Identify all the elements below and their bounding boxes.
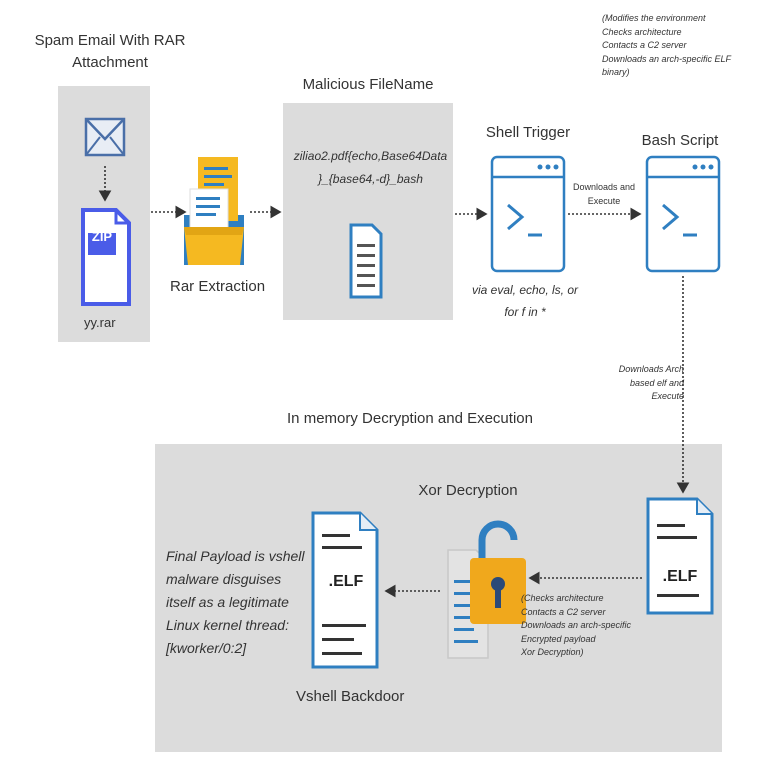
xor-decryption-title: Xor Decryption <box>418 482 518 499</box>
memory-section-title: In memory Decryption and Execution <box>287 410 533 427</box>
folder-icon <box>184 157 244 265</box>
xor-decryption-notes: (Checks architecture Contacts a C2 serve… <box>521 593 632 657</box>
shell-trigger-caption: via eval, echo, ls, or for f in * <box>471 283 579 319</box>
zip-file-icon <box>81 208 131 306</box>
downloads-execute-label: Downloads and Execute <box>572 182 636 206</box>
zip-label: ZIP <box>91 229 113 244</box>
document-icon <box>349 223 383 299</box>
bash-script-title: Bash Script <box>641 132 719 149</box>
bash-script-notes: (Modifies the environment Checks archite… <box>602 13 732 77</box>
final-payload-description: Final Payload is vshell malware disguise… <box>166 548 305 657</box>
terminal-icon <box>490 155 566 273</box>
malicious-filename-title: Malicious FileName <box>302 76 434 93</box>
lock-icon <box>447 520 526 659</box>
elf-file-icon <box>646 497 714 615</box>
vshell-elf-icon <box>311 511 379 669</box>
downloads-arch-label: Downloads Arch based elf and Execute <box>618 364 684 401</box>
vshell-backdoor-label: Vshell Backdoor <box>296 688 405 705</box>
elf-encrypted-label: .ELF <box>662 568 698 585</box>
rar-file-label: yy.rar <box>84 315 116 330</box>
malicious-filename-text: ziliao2.pdf{echo,Base64Data }_{base64,-d… <box>293 149 448 186</box>
bash-terminal-icon <box>645 155 721 273</box>
shell-trigger-title: Shell Trigger <box>485 124 571 141</box>
spam-email-title: Spam Email With RAR Attachment <box>34 32 186 71</box>
envelope-icon <box>84 117 126 157</box>
memory-section-panel <box>155 444 722 752</box>
vshell-elf-label: .ELF <box>328 573 364 590</box>
rar-extraction-label: Rar Extraction <box>170 278 266 295</box>
